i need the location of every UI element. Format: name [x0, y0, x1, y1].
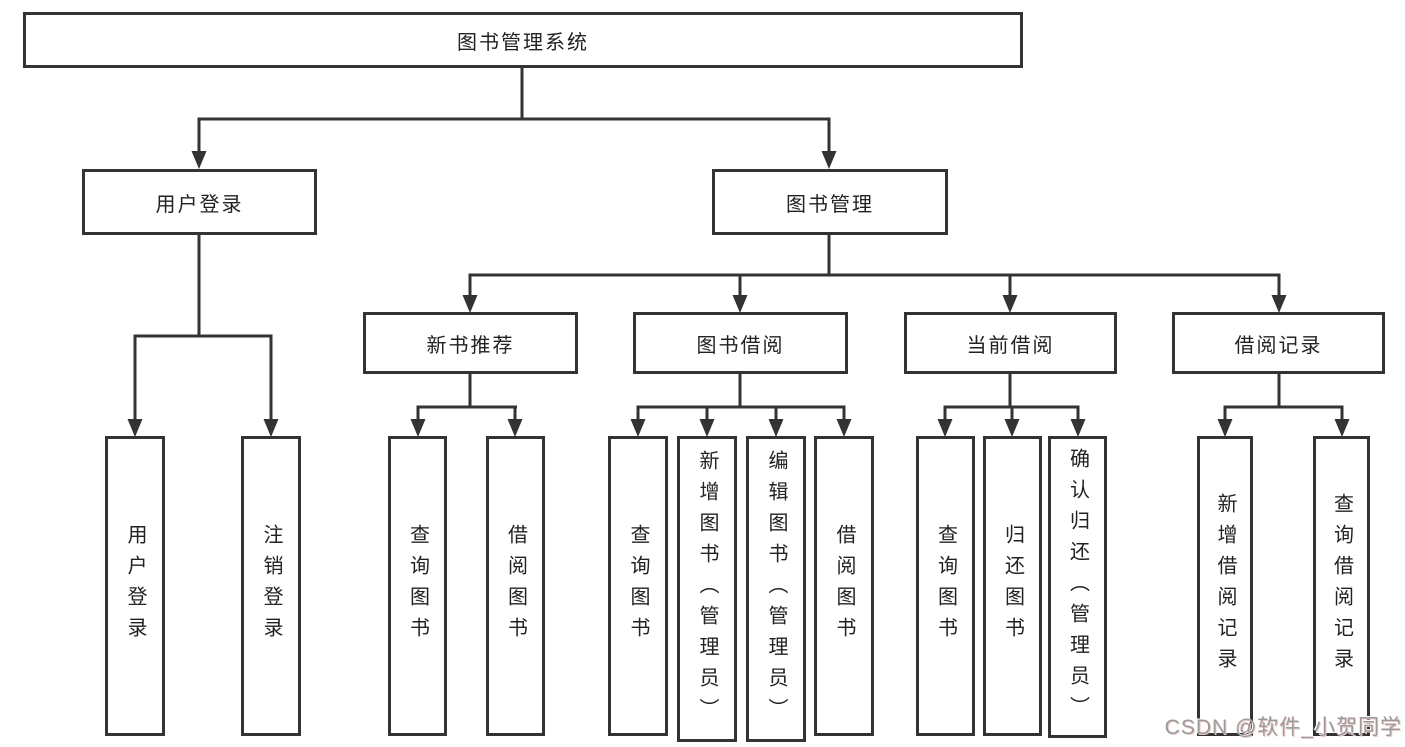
leaf-query-books-2: 查询图书: [608, 436, 668, 736]
csdn-watermark: CSDN @软件_小贺同学: [1164, 716, 1402, 739]
node-borrowing-records: 借阅记录: [1172, 312, 1385, 374]
leaf-borrow-books-1: 借阅图书: [486, 436, 545, 736]
node-current-borrowing: 当前借阅: [904, 312, 1117, 374]
leaf-add-borrow-record: 新增借阅记录: [1197, 436, 1253, 736]
leaf-borrow-books-2: 借阅图书: [814, 436, 874, 736]
node-new-book-recommendation: 新书推荐: [363, 312, 578, 374]
leaf-query-books-3: 查询图书: [916, 436, 975, 736]
leaf-confirm-return-admin: 确认归还（管理员）: [1048, 436, 1107, 738]
node-book-management: 图书管理: [712, 169, 948, 235]
node-library-system: 图书管理系统: [23, 12, 1023, 68]
leaf-query-books-1: 查询图书: [388, 436, 447, 736]
leaf-user-login: 用户登录: [105, 436, 165, 736]
leaf-logout-login: 注销登录: [241, 436, 301, 736]
leaf-add-book-admin: 新增图书（管理员）: [677, 436, 737, 742]
node-user-login: 用户登录: [82, 169, 317, 235]
leaf-edit-book-admin: 编辑图书（管理员）: [746, 436, 806, 742]
node-book-borrowing: 图书借阅: [633, 312, 848, 374]
leaf-return-books: 归还图书: [983, 436, 1042, 736]
leaf-query-borrow-record: 查询借阅记录: [1313, 436, 1370, 736]
